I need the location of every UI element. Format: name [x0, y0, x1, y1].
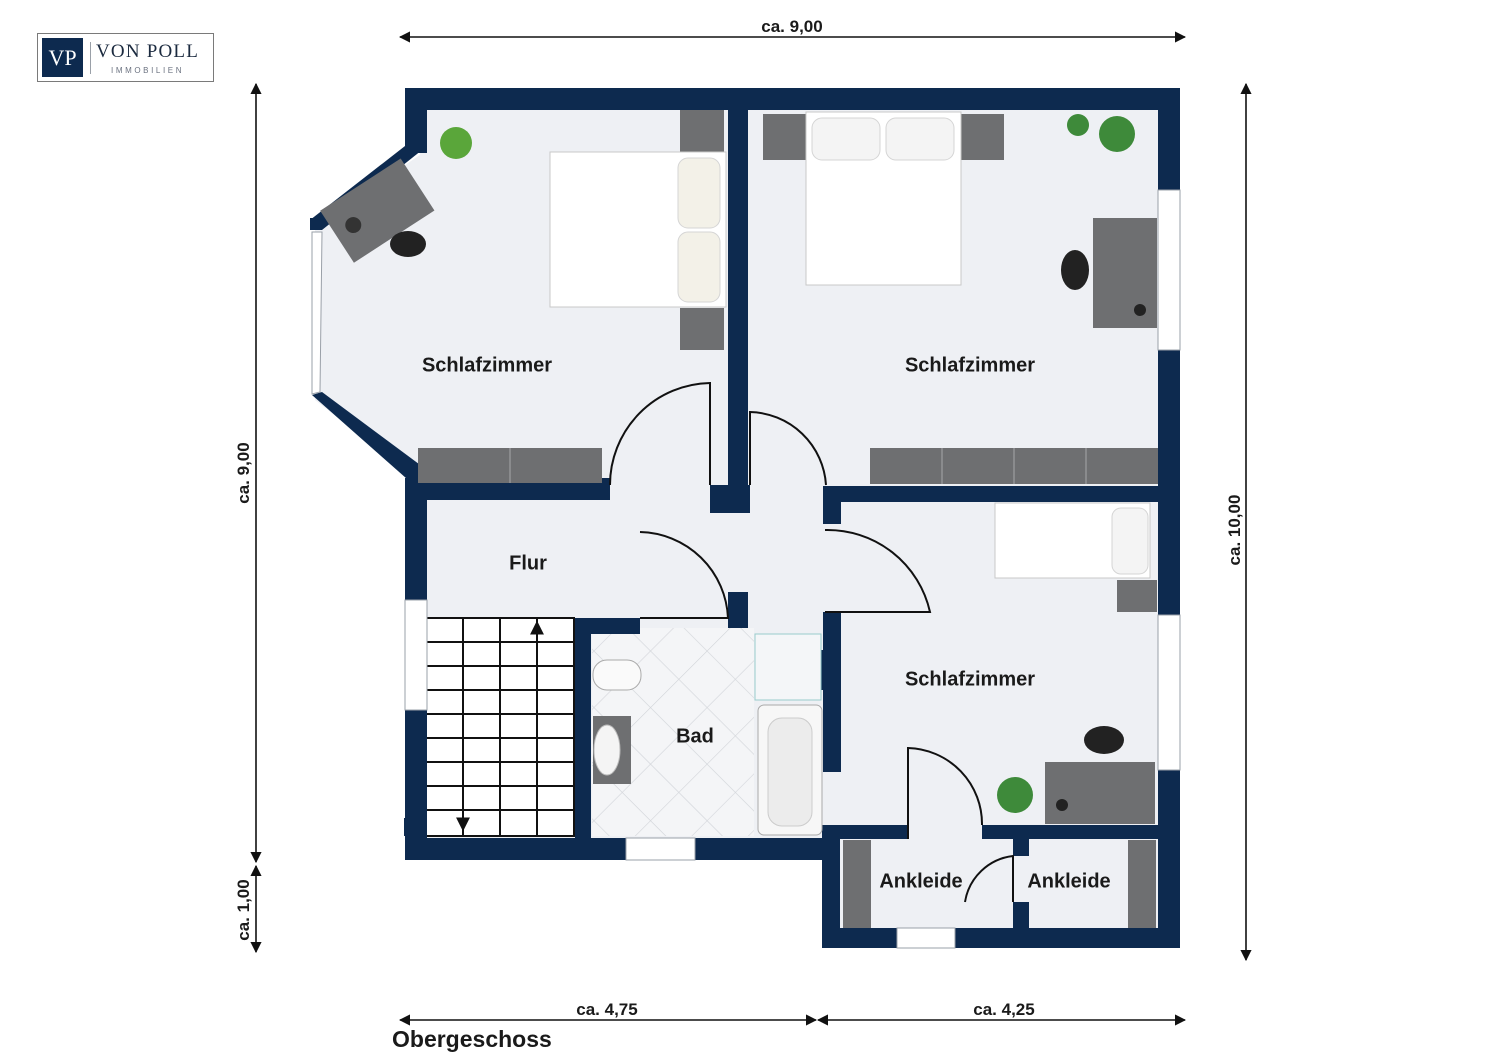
- dimension-bottom-left: ca. 4,75: [576, 1000, 638, 1019]
- room-label-hallway: Flur: [509, 552, 547, 575]
- room-label-bedroom-ne: Schlafzimmer: [904, 354, 1036, 377]
- nightstand: [958, 114, 1004, 160]
- room-label-bathroom: Bad: [676, 725, 714, 748]
- dimension-left-lower: ca. 1,00: [234, 879, 253, 941]
- nightstand: [680, 308, 724, 350]
- room-label-bedroom-se: Schlafzimmer: [904, 668, 1036, 691]
- dimension-bottom-right: ca. 4,25: [973, 1000, 1035, 1019]
- nightstand: [763, 114, 809, 160]
- logo-separator: [90, 42, 91, 74]
- pillow: [885, 117, 955, 161]
- toilet: [592, 659, 642, 691]
- windows: [311, 189, 1181, 949]
- plant: [997, 777, 1033, 813]
- plant: [440, 127, 472, 159]
- dimension-lines: [250, 31, 1252, 1026]
- desk: [320, 158, 435, 263]
- dimension-left-height: ca. 9,00: [234, 442, 253, 504]
- plant: [1067, 114, 1089, 136]
- room-label-dressing-right: Ankleide: [1027, 870, 1111, 893]
- floor-label: Obergeschoss: [392, 1026, 552, 1052]
- dimension-top-width: ca. 9,00: [761, 17, 823, 36]
- furniture: [320, 110, 1158, 928]
- plant: [1099, 116, 1135, 152]
- chair: [1061, 250, 1089, 290]
- chair: [390, 231, 426, 257]
- logo-mark: VP: [42, 38, 83, 77]
- staircase: [425, 617, 575, 837]
- room-label-bedroom-nw: Schlafzimmer: [421, 354, 553, 377]
- desk: [1045, 762, 1155, 824]
- logo-subtitle: IMMOBILIEN: [111, 66, 185, 75]
- nightstand: [680, 110, 724, 155]
- pillow: [677, 157, 721, 229]
- sink: [593, 724, 621, 776]
- shelf: [1128, 840, 1156, 928]
- shower: [754, 633, 822, 701]
- chair: [1084, 726, 1124, 754]
- door-swings: [609, 381, 1014, 903]
- pillow: [811, 117, 881, 161]
- desk: [1093, 218, 1157, 328]
- logo-name: VON POLL: [96, 41, 200, 62]
- company-logo: VP VON POLL IMMOBILIEN: [37, 33, 214, 82]
- shelf: [843, 840, 871, 928]
- room-label-dressing-left: Ankleide: [879, 870, 963, 893]
- pillow: [677, 231, 721, 303]
- nightstand: [1117, 580, 1157, 612]
- dimension-right-height: ca. 10,00: [1225, 494, 1244, 566]
- pillow: [1111, 507, 1149, 575]
